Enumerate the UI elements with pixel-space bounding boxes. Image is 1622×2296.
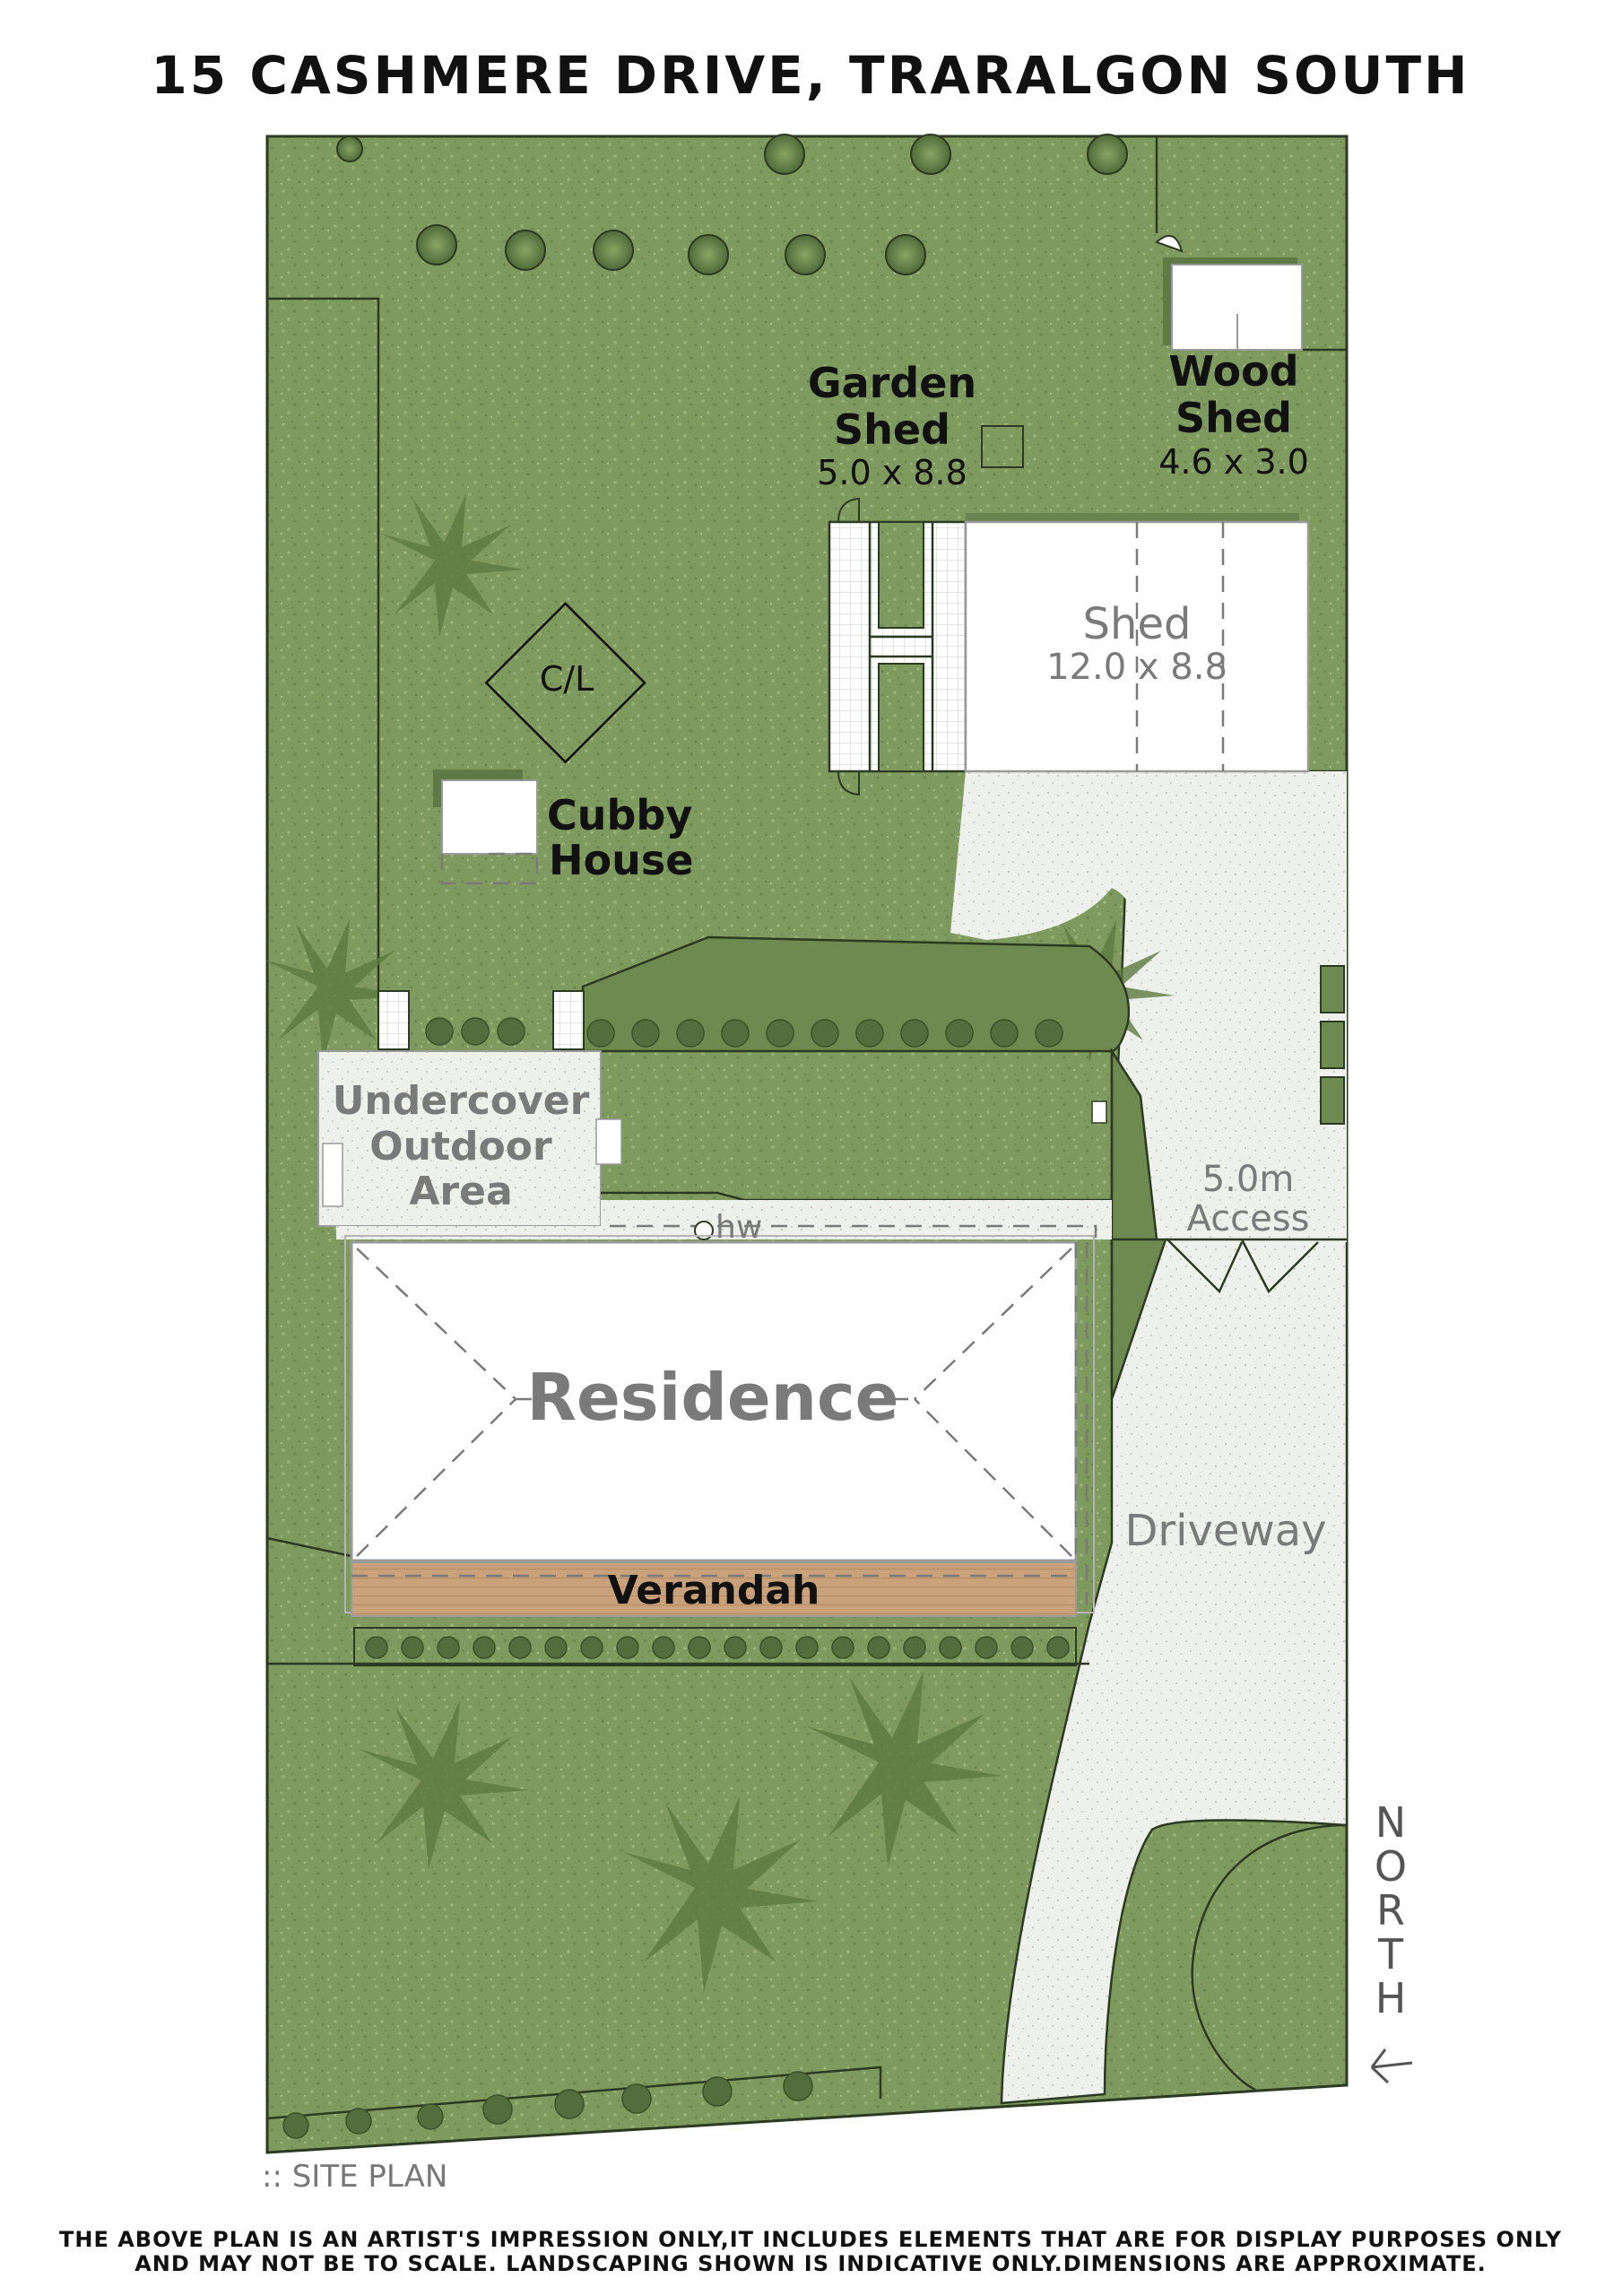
rear-path bbox=[336, 1200, 1112, 1239]
wood-shed-size: 4.6 x 3.0 bbox=[1158, 442, 1309, 482]
outdoor-area-label-1: Undercover bbox=[333, 1078, 590, 1124]
hot-water-label: hw bbox=[716, 1209, 762, 1246]
rear-path-dash bbox=[610, 1224, 1097, 1238]
outdoor-area-label-3: Area bbox=[409, 1169, 512, 1214]
bin-storage bbox=[1320, 965, 1345, 1125]
wood-shed-label-2: Shed bbox=[1175, 394, 1292, 442]
cubby-house bbox=[441, 779, 538, 855]
wood-shed-fence bbox=[1155, 136, 1347, 352]
shrub-row-verandah bbox=[365, 1636, 1070, 1659]
north-letter-r: R bbox=[1376, 1886, 1405, 1935]
shed-label: Shed bbox=[1083, 599, 1192, 649]
north-letter-t: T bbox=[1377, 1930, 1404, 1979]
steps-left bbox=[377, 990, 410, 1050]
driveway-gravel-upper bbox=[966, 771, 1347, 1242]
plan-title: 15 CASHMERE DRIVE, TRARALGON SOUTH bbox=[151, 45, 1470, 106]
side-run-fence bbox=[267, 297, 380, 1009]
access-label-1: 5.0m bbox=[1202, 1159, 1295, 1200]
outdoor-step bbox=[322, 1143, 343, 1207]
side-boundary-line bbox=[266, 1536, 352, 1558]
verandah-garden-bed bbox=[353, 1627, 1077, 1666]
north-arrow-icon bbox=[1370, 2048, 1413, 2084]
shed-roof-shadow bbox=[966, 513, 1299, 522]
north-letter-h: H bbox=[1375, 1974, 1407, 2022]
garden-shed-hatch bbox=[878, 521, 924, 772]
verandah-deck bbox=[351, 1561, 1077, 1617]
cubby-house-label-2: House bbox=[549, 836, 693, 884]
undercover-outdoor-area bbox=[317, 1050, 602, 1227]
garden-strip bbox=[581, 935, 1131, 1053]
tree-row-second bbox=[416, 224, 926, 275]
residence-footprint bbox=[350, 1240, 1078, 1562]
cubby-house-label-1: Cubby bbox=[547, 791, 692, 839]
garden-shed-size: 5.0 x 8.8 bbox=[817, 453, 967, 492]
verandah-label: Verandah bbox=[608, 1568, 820, 1613]
shrub-row-middle bbox=[425, 1017, 1063, 1048]
outdoor-area-label-2: Outdoor bbox=[369, 1124, 552, 1170]
disclaimer-line-1: THE ABOVE PLAN IS AN ARTIST'S IMPRESSION… bbox=[59, 2227, 1562, 2252]
driveway-entry bbox=[950, 771, 1130, 940]
outdoor-bbq bbox=[595, 1118, 622, 1165]
wood-shed-label-1: Wood bbox=[1168, 347, 1298, 396]
front-garden-bed bbox=[1191, 1823, 1348, 2092]
access-label-2: Access bbox=[1187, 1198, 1310, 1239]
garden-shed-door-bottom bbox=[837, 770, 860, 796]
driveway-label: Driveway bbox=[1124, 1506, 1326, 1556]
garden-shed-marker bbox=[981, 425, 1024, 468]
shrub-row-front bbox=[282, 2071, 813, 2139]
side-lawn-wedge-lower bbox=[1110, 1238, 1167, 1400]
north-letter-o: O bbox=[1375, 1842, 1407, 1891]
garden-shed-door-top bbox=[837, 497, 860, 523]
north-indicator: N O R T H bbox=[1370, 1798, 1413, 2084]
residence-label: Residence bbox=[527, 1360, 899, 1435]
cubby-house-dash bbox=[440, 852, 539, 885]
front-fence-line bbox=[266, 2066, 882, 2120]
garden-shed-label-2: Shed bbox=[834, 405, 950, 454]
north-letter-n: N bbox=[1375, 1798, 1406, 1847]
tree-row-top bbox=[336, 134, 1128, 175]
double-gate bbox=[1166, 1238, 1347, 1294]
meter-box bbox=[1091, 1100, 1107, 1124]
clothesline bbox=[484, 602, 646, 764]
clothesline-label: C/L bbox=[540, 659, 594, 699]
shed-size: 12.0 x 8.8 bbox=[1046, 647, 1227, 688]
steps-right bbox=[552, 990, 585, 1050]
site-plan-caption: :: SITE PLAN bbox=[262, 2159, 447, 2195]
wood-shed-gate bbox=[1155, 234, 1184, 253]
garden-shed-divider bbox=[868, 522, 934, 771]
disclaimer-line-2: AND MAY NOT BE TO SCALE. LANDSCAPING SHO… bbox=[134, 2251, 1487, 2276]
residence-roof-lines bbox=[356, 1242, 1089, 1605]
garden-shed-label-1: Garden bbox=[808, 359, 976, 407]
